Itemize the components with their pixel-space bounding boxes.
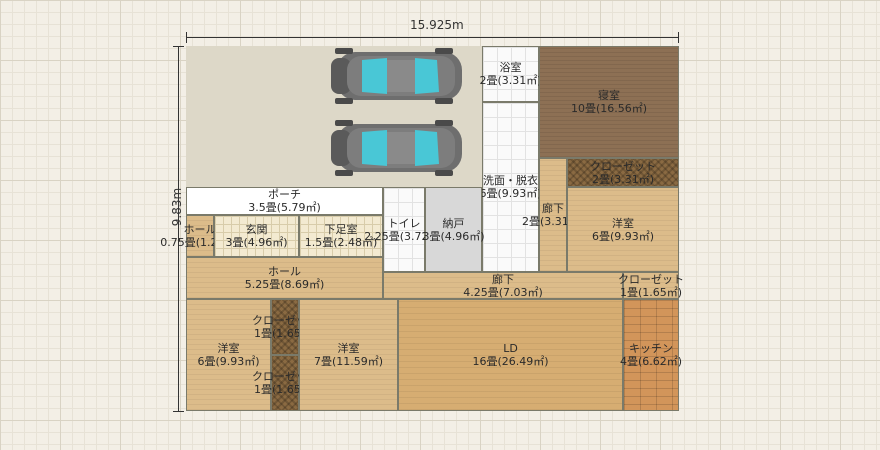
height-dimension-line bbox=[178, 46, 179, 412]
room-size: 5.25畳(8.69㎡) bbox=[244, 278, 325, 291]
room-closet-mid-top[interactable]: クローゼット 1畳(1.65㎡) bbox=[252, 299, 318, 355]
room-name: キッチン bbox=[629, 342, 673, 355]
room-entrance[interactable]: 玄関 3畳(4.96㎡) bbox=[214, 215, 299, 257]
room-name: クローゼット bbox=[618, 272, 684, 286]
room-name: 廊下 bbox=[542, 202, 564, 215]
room-size: 3.5畳(5.79㎡) bbox=[248, 201, 321, 214]
height-dimension-tick-top bbox=[173, 46, 184, 47]
room-western-left[interactable]: 洋室 6畳(9.93㎡) bbox=[186, 299, 271, 411]
car-icon bbox=[331, 48, 462, 104]
room-washroom[interactable]: 洗面・脱衣 6畳(9.93㎡) bbox=[479, 102, 542, 272]
room-corridor[interactable]: 廊下 4.25畳(7.03㎡) bbox=[383, 272, 623, 299]
width-dimension-tick-right bbox=[678, 32, 679, 43]
room-name: 下足室 bbox=[324, 223, 358, 236]
room-name: 洋室 bbox=[612, 216, 634, 230]
room-name: 浴室 bbox=[499, 61, 522, 74]
room-size: 4畳(6.62㎡) bbox=[619, 355, 683, 368]
room-name: 玄関 bbox=[245, 223, 268, 236]
room-name: 洗面・脱衣 bbox=[483, 174, 538, 187]
room-name: 廊下 bbox=[492, 272, 514, 286]
room-name: LD bbox=[503, 342, 518, 355]
room-size: 10畳(16.56㎡) bbox=[570, 102, 648, 115]
room-hall-large[interactable]: ホール 5.25畳(8.69㎡) bbox=[186, 257, 383, 299]
room-name: 洋室 bbox=[337, 342, 360, 355]
room-bedroom[interactable]: 寝室 10畳(16.56㎡) bbox=[539, 46, 679, 158]
room-size: 1畳(1.65㎡) bbox=[619, 285, 683, 299]
room-size: 2.25畳(3.72㎡) bbox=[364, 229, 444, 243]
room-closet-mid-bottom[interactable]: クローゼット 1畳(1.65㎡) bbox=[252, 355, 318, 411]
room-western-mid[interactable]: 洋室 7畳(11.59㎡) bbox=[299, 299, 398, 411]
room-size: 6畳(9.93㎡) bbox=[479, 187, 542, 200]
room-size: 4.25畳(7.03㎡) bbox=[463, 285, 543, 299]
width-dimension-line bbox=[186, 37, 679, 38]
room-size: 2畳(3.31㎡) bbox=[479, 74, 542, 87]
room-size: 1.5畳(2.48㎡) bbox=[304, 236, 378, 249]
height-dimension-label: 9.83m bbox=[170, 187, 185, 227]
width-dimension-tick-left bbox=[186, 32, 187, 43]
room-storage[interactable]: 納戸 3畳(4.96㎡) bbox=[422, 187, 485, 272]
room-hall-small[interactable]: ホール 0.75畳(1.24㎡) bbox=[160, 215, 240, 257]
room-size: 2畳(3.31㎡) bbox=[591, 172, 655, 186]
car-icon bbox=[331, 120, 462, 176]
room-size: 7畳(11.59㎡) bbox=[313, 355, 384, 368]
room-name: ホール bbox=[183, 223, 217, 236]
room-corridor-small[interactable]: 廊下 2畳(3.31㎡) bbox=[522, 158, 584, 272]
room-name: 納戸 bbox=[442, 216, 465, 230]
room-kitchen[interactable]: キッチン 4畳(6.62㎡) bbox=[619, 299, 683, 411]
room-name: トイレ bbox=[387, 216, 421, 230]
room-toilet[interactable]: トイレ 2.25畳(3.72㎡) bbox=[364, 187, 444, 272]
room-ld[interactable]: LD 16畳(26.49㎡) bbox=[398, 299, 623, 411]
room-size: 16畳(26.49㎡) bbox=[472, 355, 549, 368]
height-dimension-tick-bottom bbox=[173, 411, 184, 412]
room-size: 3畳(4.96㎡) bbox=[422, 229, 485, 243]
room-name: ホール bbox=[268, 265, 301, 278]
room-western-right[interactable]: 洋室 6畳(9.93㎡) bbox=[567, 187, 679, 272]
room-size: 3畳(4.96㎡) bbox=[225, 236, 288, 249]
room-porch[interactable]: ポーチ 3.5畳(5.79㎡) bbox=[186, 187, 383, 215]
room-bath[interactable]: 浴室 2畳(3.31㎡) bbox=[479, 46, 542, 102]
room-shoe-storage[interactable]: 下足室 1.5畳(2.48㎡) bbox=[299, 215, 383, 257]
room-closet-top[interactable]: クローゼット 2畳(3.31㎡) bbox=[567, 158, 679, 187]
room-name: クローゼット bbox=[590, 159, 656, 173]
room-size: 6畳(9.93㎡) bbox=[591, 229, 655, 243]
room-name: 寝室 bbox=[598, 89, 620, 102]
room-name: ポーチ bbox=[268, 188, 301, 201]
width-dimension-label: 15.925m bbox=[410, 18, 464, 32]
room-name: 洋室 bbox=[217, 342, 240, 355]
room-closet-right[interactable]: クローゼット 1畳(1.65㎡) bbox=[618, 272, 684, 299]
room-size: 6畳(9.93㎡) bbox=[197, 355, 260, 368]
